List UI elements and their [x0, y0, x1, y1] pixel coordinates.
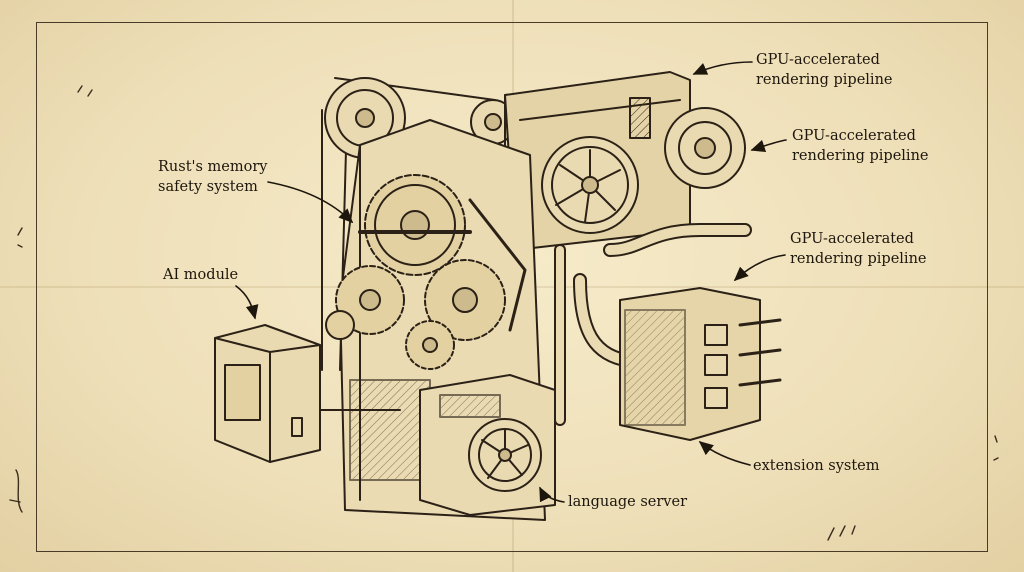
- large-gear: [358, 174, 472, 276]
- leader-arrows: [235, 61, 787, 503]
- label-rust-line1: Rust's memory: [158, 159, 268, 175]
- lower-gear-left: [335, 265, 405, 335]
- small-gear: [405, 320, 455, 370]
- label-gpu-top-line2: rendering pipeline: [756, 72, 893, 88]
- margin-scribbles: [9, 85, 999, 541]
- turbine-rear: [664, 107, 746, 189]
- ai-module-box: [214, 324, 401, 463]
- label-rust-line2: safety system: [158, 179, 258, 195]
- label-extension-system: extension system: [753, 458, 880, 474]
- label-gpu-mid: GPU-accelerated rendering pipeline: [792, 126, 929, 166]
- label-gpu-low-line2: rendering pipeline: [790, 251, 927, 267]
- label-gpu-low: GPU-accelerated rendering pipeline: [790, 229, 927, 269]
- label-rust: Rust's memory safety system: [158, 157, 268, 197]
- language-server-box: [419, 374, 556, 516]
- label-gpu-low-line1: GPU-accelerated: [790, 231, 914, 247]
- piping: [554, 223, 752, 426]
- label-language-server: language server: [568, 494, 688, 510]
- extension-block: [619, 287, 782, 441]
- label-gpu-top: GPU-accelerated rendering pipeline: [756, 50, 893, 90]
- label-gpu-top-line1: GPU-accelerated: [756, 52, 880, 68]
- label-ai-module: AI module: [163, 267, 239, 283]
- linkage-arm: [325, 198, 527, 340]
- lower-gear-right: [424, 259, 506, 341]
- label-gpu-mid-line2: rendering pipeline: [792, 148, 929, 164]
- turbine-fan: [541, 136, 639, 234]
- border-frame: [36, 22, 988, 552]
- label-gpu-mid-line1: GPU-accelerated: [792, 128, 916, 144]
